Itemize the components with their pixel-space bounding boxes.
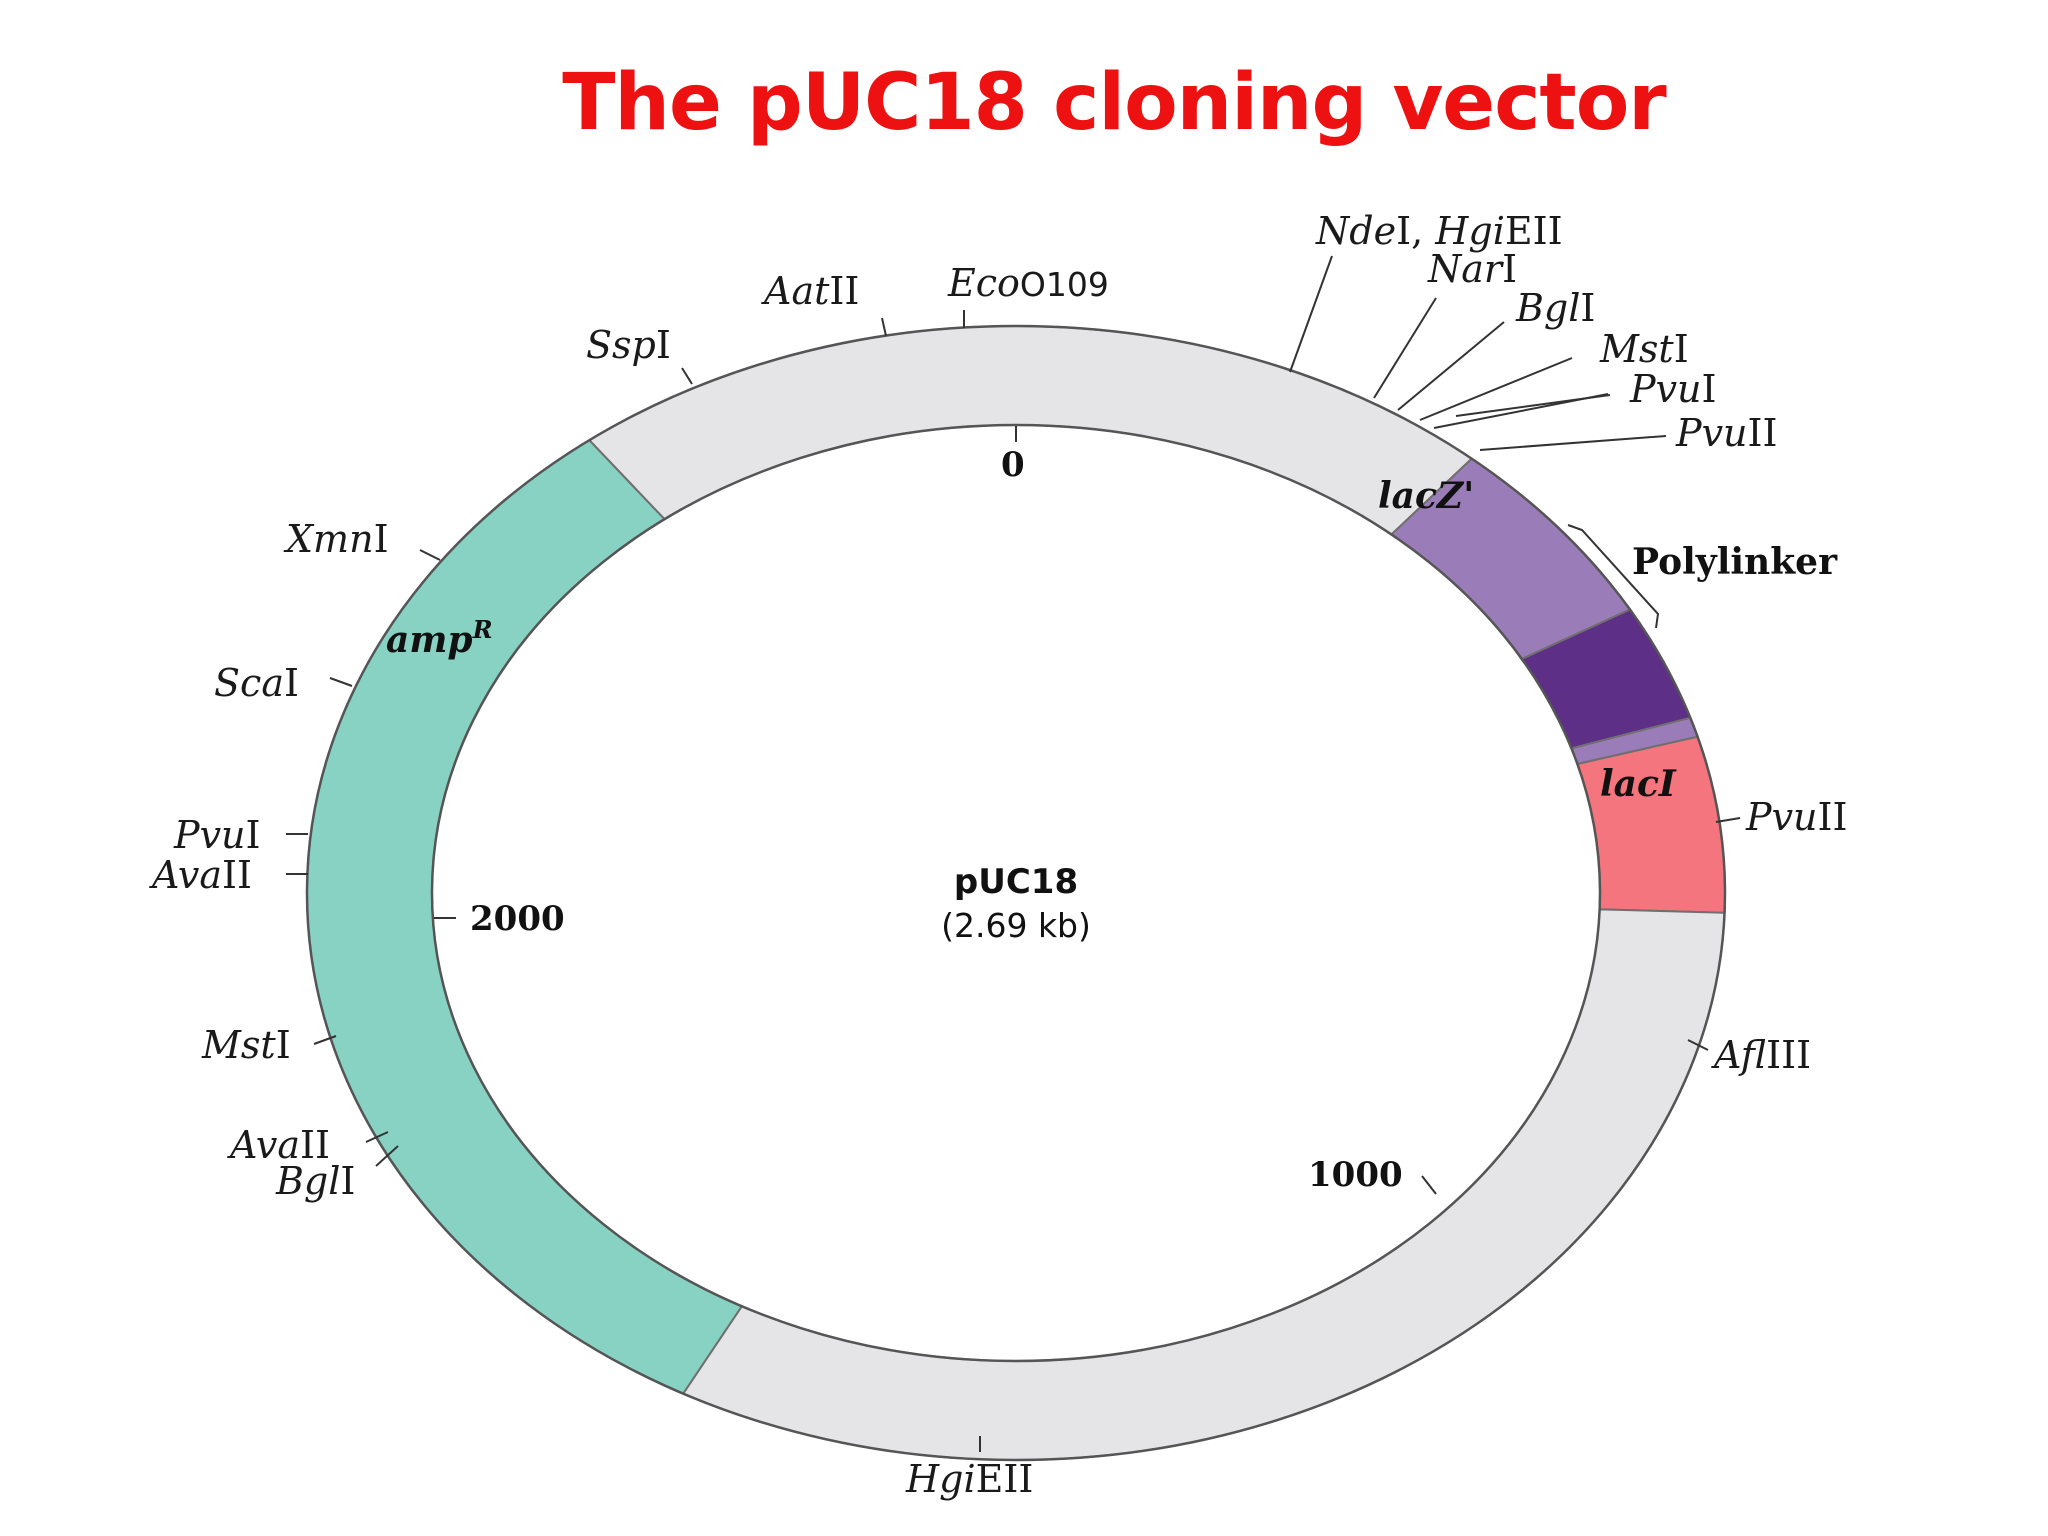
backbone-bottom <box>681 908 1726 1461</box>
leader-mstI-top <box>1419 357 1573 421</box>
leader-aflIII <box>1687 1039 1709 1051</box>
site-label-avaII-left: AvaII <box>149 853 252 897</box>
leader-bglI-top <box>1397 321 1505 411</box>
leader-pvuI-top-b <box>1455 394 1611 417</box>
site-label-narI: NarI <box>1427 247 1517 291</box>
site-label-aflIII: AflIII <box>1711 1033 1811 1077</box>
plasmid-name: pUC18 <box>954 862 1078 902</box>
site-label-mstI-top: MstI <box>1599 327 1689 371</box>
site-label-pvuII-right: PvuII <box>1745 795 1848 839</box>
leader-mstI-left <box>313 1035 337 1045</box>
scale-ticks <box>434 426 1437 1195</box>
site-label-sspI: SspI <box>586 323 671 367</box>
site-label-scaI: ScaI <box>214 661 299 705</box>
inner-ring-outline <box>430 423 1602 1363</box>
site-label-bglI-left: BglI <box>275 1159 355 1203</box>
tick-label-2000: 2000 <box>470 899 565 939</box>
site-label-aatII: AatII <box>761 269 859 313</box>
polylinker-label: Polylinker <box>1632 541 1838 583</box>
leader-xmnI <box>419 549 441 561</box>
leader-ndeI <box>1289 255 1333 373</box>
slide-title: The pUC18 cloning vector <box>562 58 1667 148</box>
site-label-xmnI: XmnI <box>283 517 389 561</box>
tick-label-0: 0 <box>1001 445 1025 485</box>
site-label-eco0109: EcoO109 <box>947 261 1109 305</box>
site-label-mstI-left: MstI <box>201 1023 291 1067</box>
leader-pvuII-top <box>1479 435 1667 451</box>
site-label-ndeI-hgiEII: NdeI, HgiEII <box>1315 209 1563 253</box>
site-label-pvuI-top: PvuI <box>1629 367 1717 411</box>
leader-sspI <box>681 367 693 385</box>
tick-label-1000: 1000 <box>1308 1155 1403 1195</box>
leader-bglI-left <box>375 1145 399 1167</box>
site-label-hgiEII-bottom: HgiEII <box>905 1457 1033 1501</box>
site-label-avaII-lower: AvaII <box>227 1123 330 1167</box>
ampR-label: ampR <box>386 615 493 661</box>
site-label-bglI-top: BglI <box>1515 286 1595 330</box>
leader-pvuII-right <box>1715 817 1741 823</box>
outer-ring-outline <box>305 324 1727 1462</box>
lacZ-label: lacZ' <box>1378 475 1474 517</box>
leader-narI <box>1373 297 1437 399</box>
leader-scaI <box>329 677 353 687</box>
site-label-pvuII-top: PvuII <box>1675 411 1778 455</box>
leader-aatII <box>881 317 887 337</box>
plasmid-size: (2.69 kb) <box>941 906 1091 945</box>
site-label-pvuI-left: PvuI <box>173 813 261 857</box>
polylinker-bracket <box>1567 524 1660 629</box>
site-leader-lines <box>286 255 1741 1452</box>
lacI-label: lacI <box>1600 763 1677 805</box>
tick-1000 <box>1421 1175 1437 1195</box>
leader-avaII-lower <box>365 1131 389 1143</box>
plasmid-ring <box>305 324 1727 1462</box>
